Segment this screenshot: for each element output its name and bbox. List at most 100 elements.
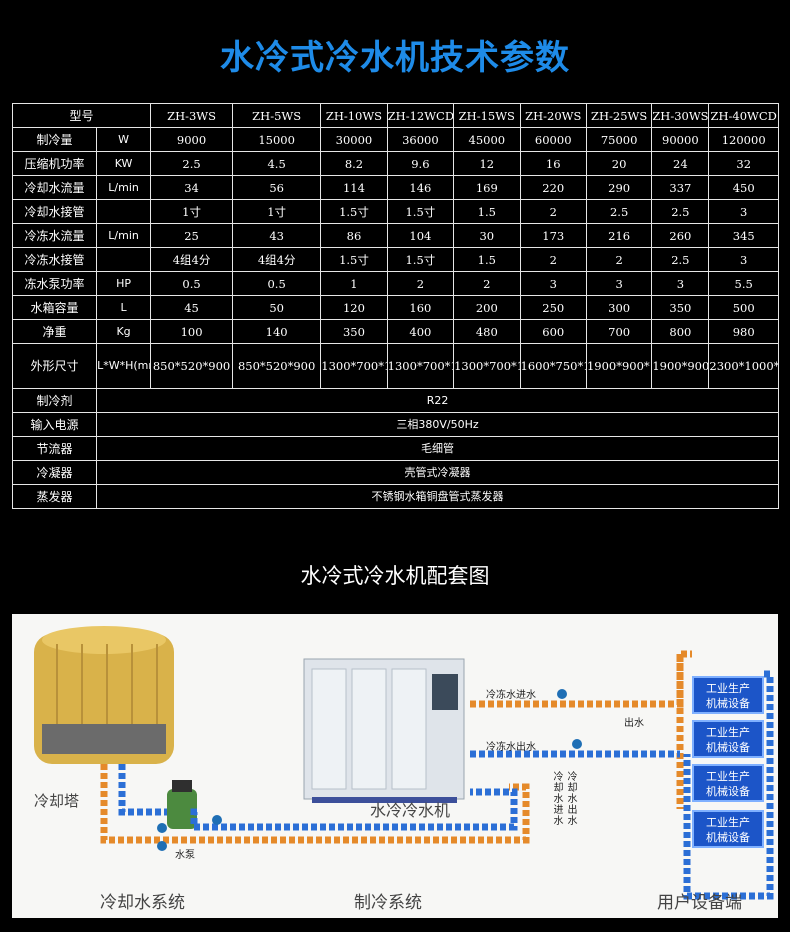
table-row: 输入电源三相380V/50Hz [11,412,779,437]
user-device-4: 工业生产机械设备 [692,810,764,848]
value-cell: 1900*900*1500 [651,343,710,389]
cooling-out-label: 冷却水出水 [567,772,578,827]
value-cell: 2 [386,271,455,296]
model-cell: ZH-20WS [519,103,587,128]
value-cell: 169 [453,175,521,200]
value-cell: 2 [585,247,653,272]
value-cell: 4组4分 [232,247,322,272]
header-label-cell: 型号 [11,103,152,128]
unit-cell: W [96,127,152,152]
unit-cell: L [96,295,152,320]
value-cell: 220 [519,175,587,200]
span-value-cell: 不锈钢水箱铜盘管式蒸发器 [96,484,779,509]
value-cell: 16 [519,151,587,176]
value-cell: 400 [386,319,455,344]
value-cell: 250 [519,295,587,320]
value-cell: 146 [386,175,455,200]
value-cell: 36000 [386,127,455,152]
model-cell: ZH-10WS [320,103,388,128]
row-label-cell: 压缩机功率 [11,151,98,176]
row-label-cell: 冷却水接管 [11,199,98,224]
table-row: 节流器毛细管 [11,436,779,461]
user-device-3: 工业生产机械设备 [692,764,764,802]
model-cell: ZH-30WS [651,103,710,128]
value-cell: 86 [320,223,388,248]
value-cell: 350 [320,319,388,344]
value-cell: 90000 [651,127,710,152]
model-cell: ZH-15WS [453,103,521,128]
row-label-cell: 冷却水流量 [11,175,98,200]
value-cell: 600 [519,319,587,344]
value-cell: 800 [651,319,710,344]
span-value-cell: 壳管式冷凝器 [96,460,779,485]
row-label-cell: 水箱容量 [11,295,98,320]
value-cell: 12 [453,151,521,176]
value-cell: 2.5 [651,199,710,224]
row-label-cell: 蒸发器 [11,484,98,509]
row-label-cell: 冷冻水流量 [11,223,98,248]
table-row: 外形尺寸L*W*H(mm)850*520*900850*520*9001300*… [11,343,779,389]
value-cell: 3 [708,199,779,224]
user-device-1: 工业生产机械设备 [692,676,764,714]
unit-cell: L/min [96,223,152,248]
value-cell: 1.5 [453,199,521,224]
value-cell: 216 [585,223,653,248]
section-cooling-system: 冷却水系统 [100,893,185,913]
value-cell: 20 [585,151,653,176]
value-cell: 480 [453,319,521,344]
value-cell: 75000 [585,127,653,152]
value-cell: 2 [519,247,587,272]
value-cell: 173 [519,223,587,248]
value-cell: 1.5寸 [386,247,455,272]
value-cell: 260 [651,223,710,248]
value-cell: 850*520*900 [150,343,234,389]
value-cell: 3 [519,271,587,296]
span-value-cell: R22 [96,388,779,413]
value-cell: 345 [708,223,779,248]
value-cell: 50 [232,295,322,320]
value-cell: 100 [150,319,234,344]
pump-label: 水泵 [175,850,195,861]
model-cell: ZH-25WS [585,103,653,128]
value-cell: 45000 [453,127,521,152]
span-value-cell: 毛细管 [96,436,779,461]
cooling-tower-label: 冷却塔 [34,792,80,810]
model-cell: ZH-5WS [232,103,322,128]
value-cell: 4组4分 [150,247,234,272]
value-cell: 3 [585,271,653,296]
value-cell: 120000 [708,127,779,152]
value-cell: 2.5 [585,199,653,224]
pipe-diagram [34,626,774,900]
value-cell: 3 [651,271,710,296]
row-label-cell: 节流器 [11,436,98,461]
table-row: 冷凝器壳管式冷凝器 [11,460,779,485]
value-cell: 2.5 [150,151,234,176]
value-cell: 3 [708,247,779,272]
value-cell: 2 [519,199,587,224]
value-cell: 32 [708,151,779,176]
water-pump-icon [167,780,197,829]
row-label-cell: 净重 [11,319,98,344]
value-cell: 1.5 [453,247,521,272]
value-cell: 2 [453,271,521,296]
value-cell: 1.5寸 [320,199,388,224]
value-cell: 290 [585,175,653,200]
value-cell: 0.5 [232,271,322,296]
model-cell: ZH-12WCD [386,103,455,128]
row-label-cell: 输入电源 [11,412,98,437]
value-cell: 1600*750*1500 [519,343,587,389]
row-label-cell: 外形尺寸 [11,343,98,389]
value-cell: 4.5 [232,151,322,176]
value-cell: 0.5 [150,271,234,296]
cooling-tower-icon [34,626,174,764]
value-cell: 140 [232,319,322,344]
unit-cell [96,199,152,224]
section-refrigeration-system: 制冷系统 [354,893,422,913]
unit-cell: KW [96,151,152,176]
unit-cell: L/min [96,175,152,200]
